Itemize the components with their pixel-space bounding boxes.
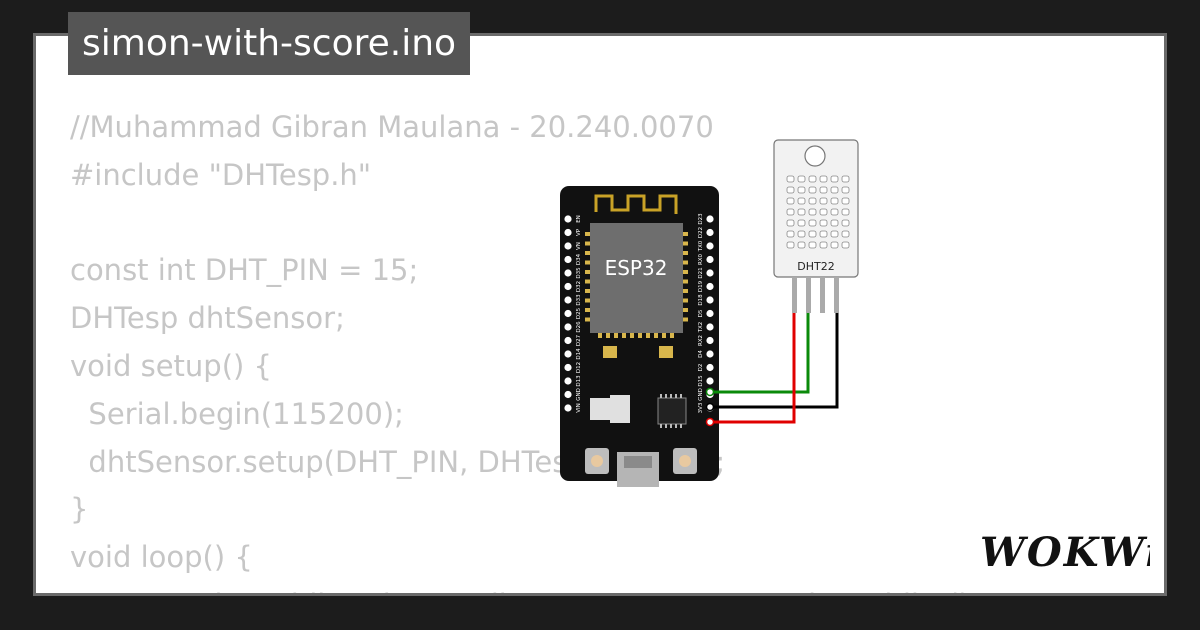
logo-text: WOKWi: [980, 529, 1150, 576]
code-line: DHTesp dhtSensor;: [70, 301, 345, 336]
code-line: //Muhammad Gibran Maulana - 20.240.0070: [70, 110, 714, 144]
code-line: void setup() {: [70, 348, 272, 383]
code-line: void loop() {: [70, 540, 253, 575]
wokwi-logo: WOKWi: [980, 529, 1150, 576]
project-title[interactable]: simon-with-score.ino: [68, 12, 471, 75]
code-line: TempAndHumidity data = dhtSensor.getTemp…: [70, 582, 979, 593]
code-line: #include "DHTesp.h": [70, 157, 372, 192]
code-line: }: [70, 492, 89, 527]
code-line: Serial.begin(115200);: [70, 396, 404, 431]
preview-card: //Muhammad Gibran Maulana - 20.240.0070 #…: [33, 33, 1167, 596]
code-line: dhtSensor.setup(DHT_PIN, DHTesp::DHT22);: [70, 444, 726, 479]
code-preview: //Muhammad Gibran Maulana - 20.240.0070 #…: [70, 104, 980, 593]
code-line: [70, 200, 980, 248]
code-line: const int DHT_PIN = 15;: [70, 253, 419, 288]
